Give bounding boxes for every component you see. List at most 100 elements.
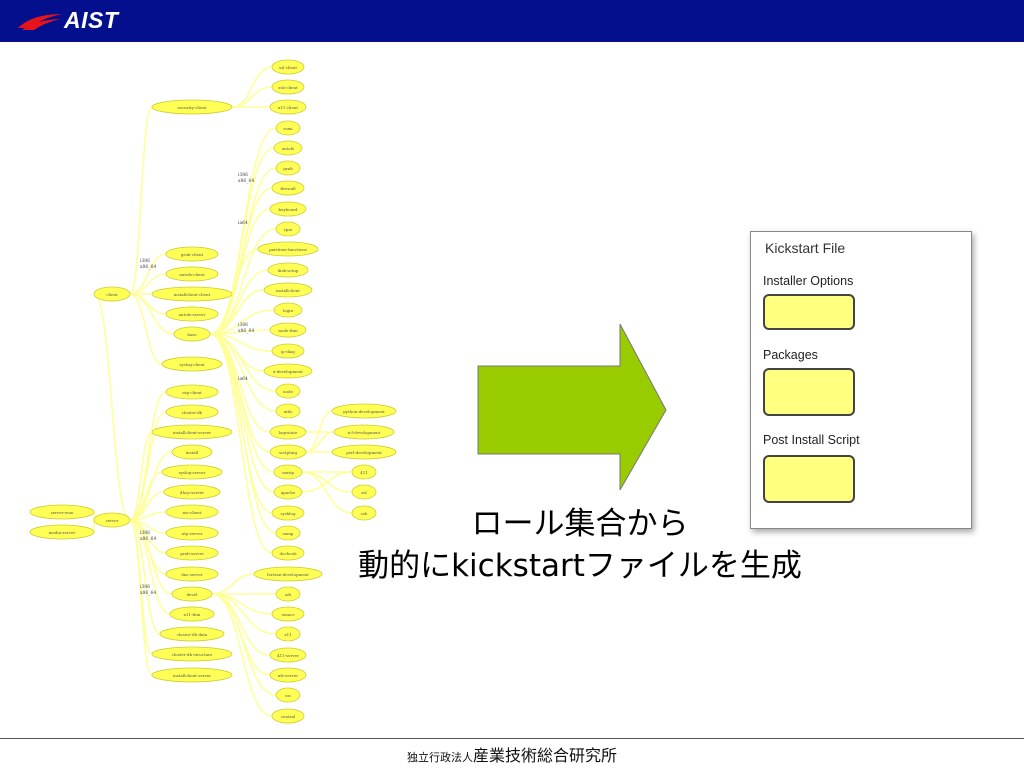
graph-node-snmp: snmp [275,525,301,541]
graph-node-shape [263,282,313,298]
graph-node-login: login [273,302,303,318]
edge-label: ia64 [238,376,248,382]
graph-node-shape [269,444,307,460]
graph-node-shape [165,545,219,561]
graph-node-syslog-client: syslog-client [161,356,223,372]
graph-node-label: x-development [273,369,303,374]
graph-node-shape [253,566,323,582]
graph-node-label: node-thin [278,328,298,333]
graph-node-grub-client: grub-client [165,246,219,262]
graph-node-tcl-development: tcl-development [333,424,395,440]
graph-node-label: emacs [282,612,295,617]
graph-edge [129,519,161,635]
graph-node-label: odt [285,592,292,597]
graph-edge [129,411,167,521]
graph-node-shape [273,302,303,318]
graph-node-shape [165,384,219,400]
graph-node-shape [165,246,219,262]
graph-edge [209,187,273,335]
graph-edge [129,519,173,595]
right-arrow-icon [477,323,667,490]
graph-node-411: 411 [351,464,377,480]
graph-node-shape [271,79,305,95]
graph-node-label: cluster-db-structure [172,652,213,657]
graph-node-shape [333,424,395,440]
graph-node-sysklog: sysklog [271,505,305,521]
graph-edge [301,471,353,514]
edge-label: ia64 [238,220,248,226]
graph-node-label: cluster-db [182,410,203,415]
graph-node-ssl-client: ssl-client [271,59,305,75]
graph-node-shape [93,286,131,302]
graph-edge [129,431,153,521]
graph-node-ssmi: ssmi [275,120,301,136]
graph-node-shape [269,201,307,217]
footer-org-type: 独立行政法人 [406,751,473,764]
footer: 独立行政法人産業技術総合研究所 [0,742,1024,766]
graph-node-scripting: scripting [269,444,307,460]
graph-node-label: central [281,714,296,719]
graph-nodes: 411server-wanmedia-serverserverclientsec… [29,59,397,724]
graph-node-label: scripting [279,450,298,455]
graph-node-sis: sis [275,687,301,703]
graph-node-shape [165,306,219,322]
graph-node-shape [271,343,305,359]
graph-node-perl-development: perl-development [331,444,397,460]
aist-logo-text: AIST [64,7,119,33]
graph-node-shape [257,241,319,257]
graph-node-shape [271,180,305,196]
graph-node-ssh-client: ssh-client [271,79,305,95]
graph-edge [129,293,175,335]
graph-node-label: dhcp-server [180,490,204,495]
graph-node-shape [29,504,95,520]
graph-node-shape [165,504,219,520]
footer-divider [0,738,1024,739]
graph-node-label: snmp [283,531,294,536]
graph-edge [129,106,153,295]
graph-node-cluster-db: cluster-db [165,404,219,420]
graph-node-media-server: media-server [29,524,95,540]
graph-node-label: installclient-server [173,673,211,678]
graph-node-cluster-db-data: cluster-db-data [159,626,225,642]
graph-node-shape [271,606,305,622]
graph-node-syslog-server: syslog-server [161,464,223,480]
graph-edge [209,333,273,554]
aist-logo-swoosh-icon [18,14,62,30]
graph-node-label: devel [187,592,199,597]
graph-node-installclient-server: installclient-server [151,424,233,440]
slide-caption: ロール集合から 動的にkickstartファイルを生成 [300,503,860,587]
graph-node-label: ssh-client [278,85,298,90]
graph-node-shape [275,626,301,642]
caption-line-1: ロール集合から [471,506,689,542]
footer-org-name: 産業技術総合研究所 [472,746,617,765]
graph-node-label: syslog-client [179,362,205,367]
graph-node-label: ip-diag [281,349,295,354]
graph-node-label: installclient [276,288,300,293]
graph-node-411-server: 411-server [269,647,307,663]
graph-node-shape [151,667,233,683]
graph-node-rpm: rpm [275,221,301,237]
graph-edge [93,293,131,521]
graph-node-label: nfs-server [278,673,298,678]
graph-node-shape [161,464,223,480]
graph-node-shape [171,444,213,460]
graph-node-label: logrotate [279,430,298,435]
graph-node-label: autofs-client [179,272,205,277]
graph-node-security-client: security-client [151,99,233,115]
graph-node-shape [267,262,309,278]
graph-node-logrotate: logrotate [269,424,307,440]
graph-node-label: utils [284,409,293,414]
kickstart-file-title: Kickstart File [765,240,846,256]
graph-node-shape [273,464,303,480]
graph-edge [129,293,163,365]
graph-edge [209,333,277,534]
graph-node-label: grub-server [180,551,204,556]
graph-node-autofs: autofs [273,140,303,156]
graph-edge [129,519,153,676]
graph-edge [209,248,259,335]
graph-node-shape [275,687,301,703]
graph-node-utils: utils [275,403,301,419]
